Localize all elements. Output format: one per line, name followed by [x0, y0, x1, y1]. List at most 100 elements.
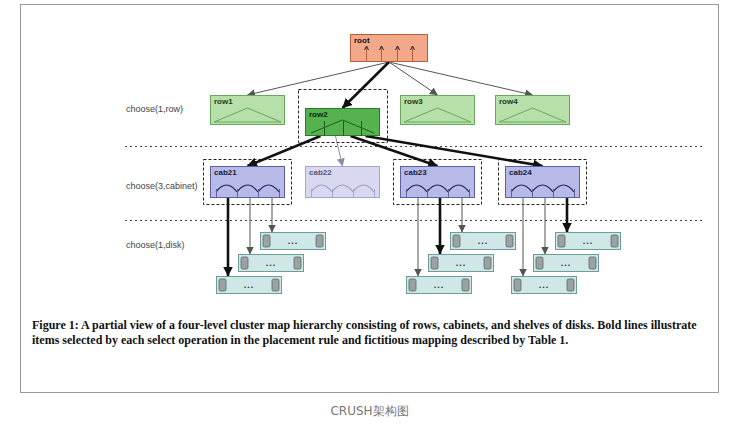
bucket-tick	[365, 46, 369, 50]
shelf-marker: ...	[288, 236, 299, 246]
bucket-arc	[532, 185, 553, 192]
shelf-marker: ...	[434, 280, 445, 290]
bucket-detail-line	[404, 108, 471, 122]
shelf-marker: ...	[583, 236, 594, 246]
disk-shelf: ...	[533, 254, 599, 272]
bucket-divider	[216, 189, 217, 198]
bucket-divider	[532, 189, 533, 198]
mapping-arrow	[336, 136, 343, 166]
bucket-arc	[216, 185, 237, 192]
selection-bracket	[204, 160, 292, 205]
bucket-divider	[324, 121, 325, 136]
disk-icon	[484, 257, 491, 269]
disk-shelf: ...	[450, 232, 516, 250]
bucket-divider	[332, 189, 333, 198]
mapping-arrow	[545, 198, 546, 254]
shelf-marker: ...	[539, 280, 550, 290]
bucket-label: row1	[214, 97, 281, 106]
bucket-divider	[353, 189, 354, 198]
mapping-arrow	[389, 62, 438, 95]
bucket-divider	[553, 189, 554, 198]
bucket-label: root	[354, 36, 424, 45]
disk-icon	[272, 279, 279, 291]
disk-icon	[611, 235, 618, 247]
bucket-divider	[374, 189, 375, 198]
bucket-arc	[311, 185, 332, 192]
bucket-divider	[366, 47, 367, 62]
mapping-arrow	[523, 198, 524, 276]
level-rule: choose(1,disk)	[126, 240, 185, 250]
bucket-divider	[237, 189, 238, 198]
level-separator	[125, 220, 705, 221]
disk-icon	[506, 235, 513, 247]
bucket-divider	[427, 189, 428, 198]
selected-path	[227, 198, 230, 276]
bucket-divider	[412, 47, 413, 62]
bucket-divider	[574, 189, 575, 198]
disk-icon	[462, 279, 469, 291]
bucket-arc	[332, 185, 353, 192]
bucket-divider	[258, 189, 259, 198]
mapping-arrow	[389, 62, 533, 95]
image-caption: CRUSH架构图	[0, 403, 739, 420]
cabinet-bucket: cab22	[305, 166, 380, 198]
selected-path	[248, 136, 321, 166]
disk-shelf: ...	[428, 254, 494, 272]
disk-icon	[589, 257, 596, 269]
disk-shelf: ...	[406, 276, 472, 294]
row-bucket: row1	[210, 95, 285, 125]
bucket-tick	[396, 46, 400, 50]
mapping-arrow	[462, 198, 463, 232]
disk-shelf: ...	[511, 276, 577, 294]
cabinet-bucket: cab23	[400, 166, 475, 198]
bucket-divider	[397, 47, 398, 62]
bucket-tick	[411, 46, 415, 50]
mapping-arrow	[248, 62, 390, 95]
disk-icon	[294, 257, 301, 269]
selection-bracket	[499, 160, 587, 205]
disk-icon	[558, 235, 565, 247]
disk-icon	[431, 257, 438, 269]
bucket-arc	[511, 185, 532, 192]
bucket-detail-line	[311, 120, 374, 133]
shelf-marker: ...	[244, 280, 255, 290]
bucket-divider	[448, 189, 449, 198]
bucket-detail-line	[214, 122, 281, 123]
level-rule: choose(1,row)	[126, 104, 183, 114]
bucket-label: cab21	[214, 168, 281, 177]
bucket-label: row4	[499, 97, 566, 106]
bucket-label: row2	[309, 110, 376, 119]
level-rule: choose(3,cabinet)	[126, 181, 198, 191]
bucket-detail-line	[214, 108, 281, 122]
shelf-marker: ...	[266, 258, 277, 268]
bucket-arc	[448, 185, 469, 192]
disk-icon	[219, 279, 226, 291]
root-bucket: root	[350, 34, 428, 62]
row-bucket: row4	[495, 95, 570, 125]
bucket-divider	[311, 189, 312, 198]
mapping-arrow	[272, 198, 273, 232]
mapping-arrow	[250, 198, 251, 254]
bucket-arc	[237, 185, 258, 192]
disk-icon	[263, 235, 270, 247]
mapping-arrow	[418, 198, 419, 276]
selected-path	[343, 62, 390, 108]
bucket-label: cab24	[509, 168, 576, 177]
cabinet-bucket: cab21	[210, 166, 285, 198]
bucket-divider	[511, 189, 512, 198]
bucket-tick	[380, 46, 384, 50]
shelf-marker: ...	[456, 258, 467, 268]
shelf-marker: ...	[561, 258, 572, 268]
selected-path	[566, 198, 569, 232]
bucket-divider	[279, 189, 280, 198]
shelf-marker: ...	[478, 236, 489, 246]
figure-frame	[21, 5, 719, 393]
disk-shelf: ...	[216, 276, 282, 294]
row-bucket: row3	[400, 95, 475, 125]
figure-caption: Figure 1: A partial view of a four-level…	[32, 318, 704, 348]
bucket-label: cab23	[404, 168, 471, 177]
level-separator	[125, 146, 705, 147]
bucket-label: cab22	[309, 168, 376, 177]
disk-icon	[316, 235, 323, 247]
